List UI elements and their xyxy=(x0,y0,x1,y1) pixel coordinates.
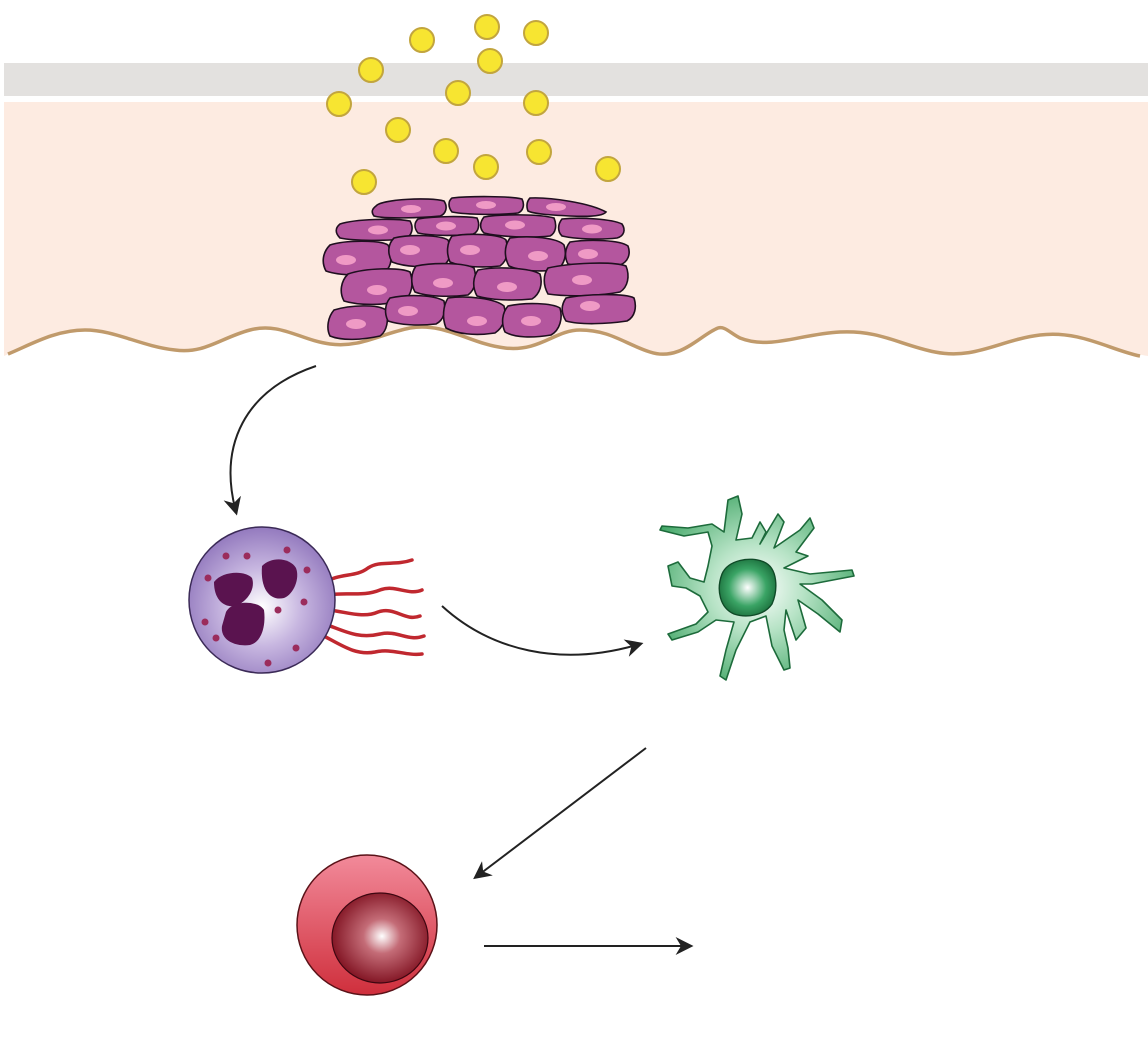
cell-nucleus xyxy=(578,249,598,259)
particle xyxy=(526,139,552,165)
cell-nucleus xyxy=(521,316,541,326)
cell-nucleus xyxy=(460,245,480,255)
cell-nucleus xyxy=(505,220,525,230)
neutrophil xyxy=(188,526,426,674)
cell-nucleus xyxy=(476,201,496,209)
cell-nucleus xyxy=(401,205,421,213)
neutrophil-body xyxy=(188,526,336,674)
particle xyxy=(409,27,435,53)
cell-nucleus xyxy=(368,225,388,235)
cell-nucleus xyxy=(398,306,418,316)
particle xyxy=(477,48,503,74)
cell-nucleus xyxy=(433,278,453,288)
pathogen-particles xyxy=(326,14,621,195)
tissue-boundary-line xyxy=(7,325,1141,358)
membrane-layer xyxy=(4,63,1148,96)
dendritic-cell-nucleus xyxy=(718,558,777,617)
cell-nucleus xyxy=(572,275,592,285)
particle xyxy=(351,169,377,195)
neutrophil-projections xyxy=(316,558,426,657)
lymphocyte-nucleus xyxy=(331,892,429,984)
cell-nucleus xyxy=(467,316,487,326)
arrow-to-dendritic-cell xyxy=(441,605,644,657)
lymphocyte xyxy=(296,854,438,996)
cell-nucleus xyxy=(582,224,602,234)
particle xyxy=(445,80,471,106)
particle xyxy=(358,57,384,83)
epithelial-cell xyxy=(526,197,608,218)
cell-nucleus xyxy=(497,282,517,292)
particle xyxy=(595,156,621,182)
particle xyxy=(326,91,352,117)
neutrophil-granules xyxy=(201,546,311,667)
particle xyxy=(385,117,411,143)
cell-nucleus xyxy=(336,255,356,265)
particle xyxy=(474,14,500,40)
particle xyxy=(473,154,499,180)
neutrophil-nucleus xyxy=(214,559,298,646)
particle xyxy=(523,20,549,46)
cell-nucleus xyxy=(346,319,366,329)
particle xyxy=(523,90,549,116)
epithelial-nuclei xyxy=(336,201,602,329)
cell-nucleus xyxy=(436,221,456,231)
cell-nucleus xyxy=(580,301,600,311)
particle xyxy=(433,138,459,164)
cell-nucleus xyxy=(400,245,420,255)
arrow-to-neutrophil xyxy=(223,365,317,516)
dendritic-cell xyxy=(659,495,855,681)
cell-nucleus xyxy=(367,285,387,295)
cell-nucleus xyxy=(528,251,548,261)
arrow-to-lymphocyte xyxy=(473,747,647,880)
epithelial-cell xyxy=(561,293,637,325)
cell-nucleus xyxy=(546,203,566,211)
epithelial-cell xyxy=(442,296,506,336)
